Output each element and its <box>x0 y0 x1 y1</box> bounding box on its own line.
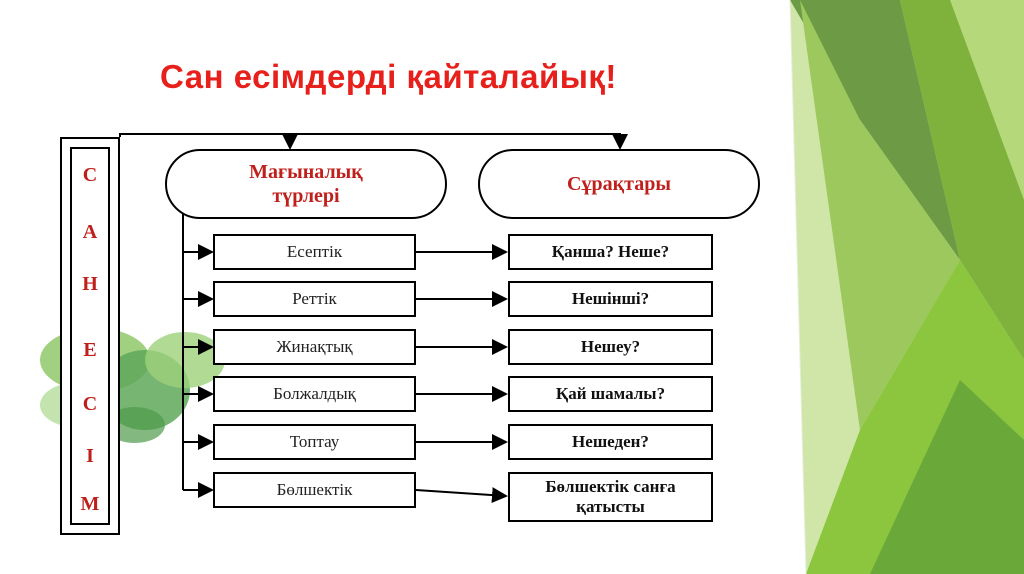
question-box: Нешеу? <box>508 329 713 365</box>
type-box: Болжалдық <box>213 376 416 412</box>
type-box: Топтау <box>213 424 416 460</box>
type-box: Жинақтық <box>213 329 416 365</box>
header-oval-types: Мағыналық түрлері <box>165 149 447 219</box>
question-box: Қай шамалы? <box>508 376 713 412</box>
question-box-text: Бөлшектік санға қатысты <box>545 477 676 516</box>
header-oval-questions: Сұрақтары <box>478 149 760 219</box>
vertical-letter: Н <box>82 273 98 295</box>
type-box: Бөлшектік <box>213 472 416 508</box>
vertical-letter: С <box>82 393 98 415</box>
question-box: Нешінші? <box>508 281 713 317</box>
vertical-letter: С <box>82 164 98 186</box>
vertical-letter: А <box>82 221 98 243</box>
type-box: Есептік <box>213 234 416 270</box>
vertical-letter: М <box>80 493 100 515</box>
vertical-letter: Е <box>83 339 97 361</box>
vertical-label-box: С А Н Е С І М <box>60 137 120 535</box>
page-title: Сан есімдерді қайталайық! <box>160 58 617 95</box>
type-box: Реттік <box>213 281 416 317</box>
question-box: Бөлшектік санға қатысты <box>508 472 713 522</box>
question-box: Нешеден? <box>508 424 713 460</box>
header-questions-label: Сұрақтары <box>567 173 671 195</box>
vertical-letter: І <box>86 445 94 467</box>
question-box: Қанша? Неше? <box>508 234 713 270</box>
header-types-label: Мағыналық түрлері <box>249 161 363 207</box>
